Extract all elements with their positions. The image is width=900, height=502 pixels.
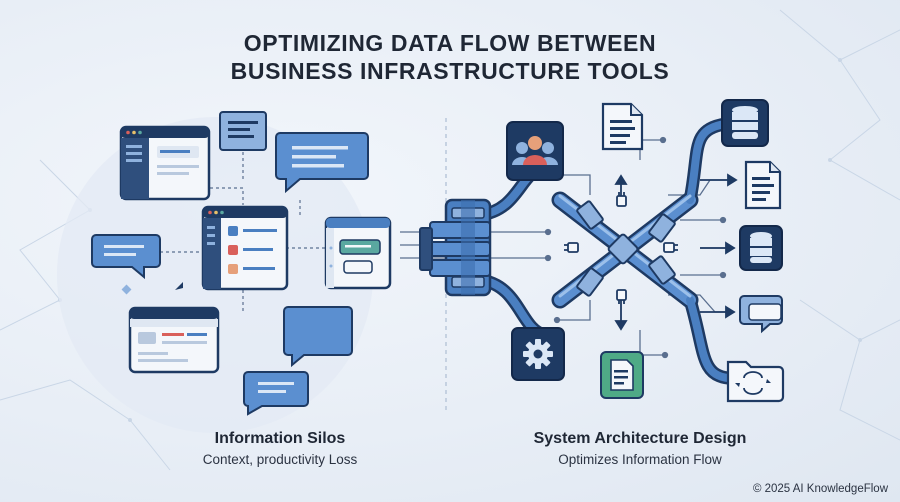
pipe-couplings [576, 200, 676, 297]
title-line-2: BUSINESS INFRASTRUCTURE TOOLS [230, 58, 670, 84]
chat-bubble-icon [283, 306, 353, 368]
chat-bubble-icon [243, 371, 309, 416]
app-window-icon [119, 125, 211, 201]
database-icon [739, 225, 783, 271]
decoration [175, 282, 183, 290]
plug-icon [564, 192, 678, 304]
manifold-connector [419, 198, 492, 297]
app-window-icon [128, 306, 220, 374]
app-window-icon [201, 205, 289, 291]
document-icon [600, 351, 644, 399]
chat-bubble-icon [275, 132, 369, 194]
team-icon [506, 121, 564, 181]
left-caption-subheading: Context, productivity Loss [202, 452, 358, 467]
sync-folder-icon [726, 360, 785, 403]
document-icon [744, 160, 782, 210]
app-window-icon [324, 216, 392, 290]
chat-bubble-icon [219, 111, 267, 151]
gear-icon [511, 327, 565, 381]
right-caption-subheading: Optimizes Information Flow [558, 452, 722, 467]
right-caption-heading: System Architecture Design [533, 430, 747, 447]
chat-bubble-icon [739, 295, 783, 334]
copyright-footer: © 2025 AI KnowledgeFlow [752, 483, 888, 495]
title-line-1: OPTIMIZING DATA FLOW BETWEEN [243, 30, 657, 56]
document-icon [601, 102, 644, 151]
left-caption-heading: Information Silos [214, 430, 346, 447]
chat-bubble-icon [91, 234, 161, 280]
database-icon [721, 99, 769, 147]
